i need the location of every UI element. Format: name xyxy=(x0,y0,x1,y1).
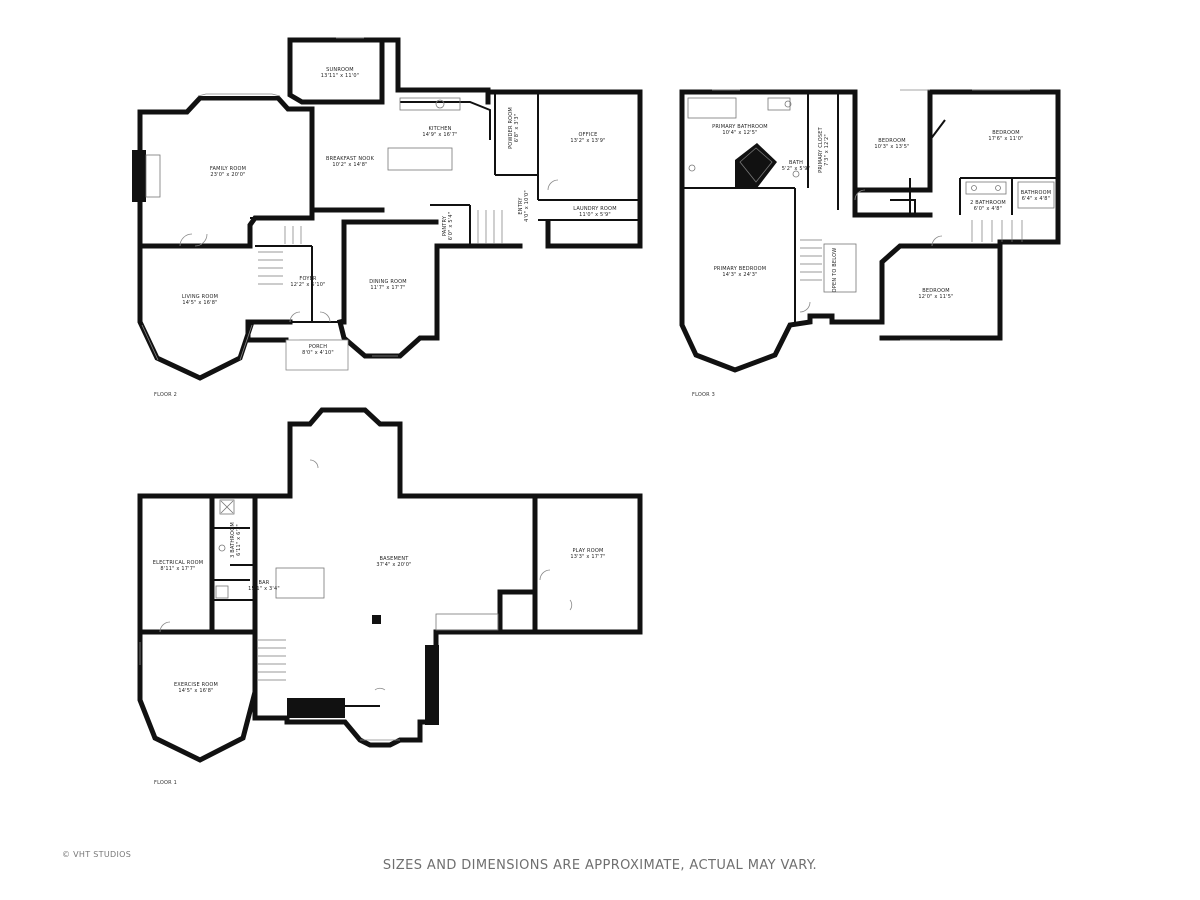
credit-text: © VHT STUDIOS xyxy=(62,850,132,859)
room-dims-primary-closet: 7'3" x 12'2" xyxy=(824,134,830,166)
room-dims-bedroom-1: 10'3" x 13'5" xyxy=(874,144,909,150)
room-name-basement: BASEMENT xyxy=(379,556,409,562)
room-name-porch: PORCH xyxy=(309,344,327,350)
room-dims-exercise-room: 14'5" x 16'8" xyxy=(178,688,213,694)
floor-label-1: FLOOR 1 xyxy=(154,780,177,786)
room-dims-bathroom-2: 6'0" x 4'8" xyxy=(974,206,1002,212)
room-name-exercise-room: EXERCISE ROOM xyxy=(174,682,218,688)
room-dims-family-room: 23'0" x 20'0" xyxy=(210,172,245,178)
room-name-bar: BAR xyxy=(259,580,270,586)
room-name-bathroom-2: 2 BATHROOM xyxy=(970,200,1006,206)
room-dims-bedroom-2: 17'6" x 11'0" xyxy=(988,136,1023,142)
open-to-below-label: OPEN TO BELOW xyxy=(832,248,838,293)
room-name-electrical-room: ELECTRICAL ROOM xyxy=(153,560,204,566)
room-dims-dining-room: 11'7" x 17'7" xyxy=(370,285,405,291)
room-dims-porch: 8'0" x 4'10" xyxy=(302,350,334,356)
room-dims-bedroom-3: 12'0" x 11'5" xyxy=(918,294,953,300)
room-name-family-room: FAMILY ROOM xyxy=(210,166,246,172)
room-dims-bathroom-basement: 6'11" x 6'1" xyxy=(236,524,242,556)
floor-3-plan xyxy=(679,89,1061,373)
room-name-bedroom-3: BEDROOM xyxy=(922,288,950,294)
room-name-primary-bedroom: PRIMARY BEDROOM xyxy=(714,266,767,272)
room-name-dining-room: DINING ROOM xyxy=(369,279,407,285)
room-dims-sunroom: 13'11" x 11'0" xyxy=(321,73,360,79)
room-dims-bath: 5'2" x 5'9" xyxy=(782,166,810,172)
room-name-breakfast-nook: BREAKFAST NOOK xyxy=(326,156,375,162)
floor-label-3: FLOOR 3 xyxy=(692,392,715,398)
room-name-bath: BATH xyxy=(789,160,803,166)
room-name-foyer: FOYER xyxy=(299,276,317,282)
room-dims-breakfast-nook: 10'2" x 14'8" xyxy=(332,162,367,168)
room-dims-laundry-room: 11'0" x 5'9" xyxy=(579,212,611,218)
room-name-play-room: PLAY ROOM xyxy=(572,548,603,554)
room-name-bathroom-basement: 3 BATHROOM xyxy=(230,522,236,558)
room-name-living-room: LIVING ROOM xyxy=(182,294,218,300)
room-dims-primary-bathroom: 10'4" x 12'5" xyxy=(722,130,757,136)
room-name-bedroom-2: BEDROOM xyxy=(992,130,1020,136)
room-dims-kitchen: 14'9" x 16'7" xyxy=(422,132,457,138)
room-dims-office: 13'2" x 13'9" xyxy=(570,138,605,144)
room-dims-entry: 4'0" x 10'0" xyxy=(524,190,530,222)
floor-1-plan xyxy=(137,407,643,763)
room-name-powder-room: POWDER ROOM xyxy=(508,107,514,149)
room-name-sunroom: SUNROOM xyxy=(326,67,354,73)
room-name-bedroom-1: BEDROOM xyxy=(878,138,906,144)
room-name-office: OFFICE xyxy=(578,132,597,138)
room-dims-pantry: 6'0" x 5'4" xyxy=(448,212,454,240)
room-dims-primary-bedroom: 14'3" x 24'3" xyxy=(722,272,757,278)
room-name-primary-bathroom: PRIMARY BATHROOM xyxy=(712,124,768,130)
room-name-primary-closet: PRIMARY CLOSET xyxy=(818,126,824,172)
room-name-entry: ENTRY xyxy=(518,197,524,215)
room-name-laundry-room: LAUNDRY ROOM xyxy=(573,206,616,212)
room-name-bathroom-3: BATHROOM xyxy=(1021,190,1052,196)
room-dims-powder-room: 6'8" x 3'3" xyxy=(514,114,520,142)
room-dims-bar: 15'1" x 3'4" xyxy=(248,586,280,592)
disclaimer-text: SIZES AND DIMENSIONS ARE APPROXIMATE, AC… xyxy=(382,858,818,873)
room-dims-electrical-room: 8'11" x 17'7" xyxy=(160,566,195,572)
room-dims-basement: 37'4" x 20'0" xyxy=(376,562,411,568)
room-dims-play-room: 13'3" x 17'7" xyxy=(570,554,605,560)
room-name-pantry: PANTRY xyxy=(442,215,448,236)
room-name-kitchen: KITCHEN xyxy=(428,126,451,132)
room-dims-living-room: 14'5" x 16'8" xyxy=(182,300,217,306)
room-dims-foyer: 12'2" x 5'10" xyxy=(290,282,325,288)
floor-2-plan xyxy=(132,37,643,381)
floor-label-2: FLOOR 2 xyxy=(154,392,177,398)
room-dims-bathroom-3: 6'4" x 4'8" xyxy=(1022,196,1050,202)
